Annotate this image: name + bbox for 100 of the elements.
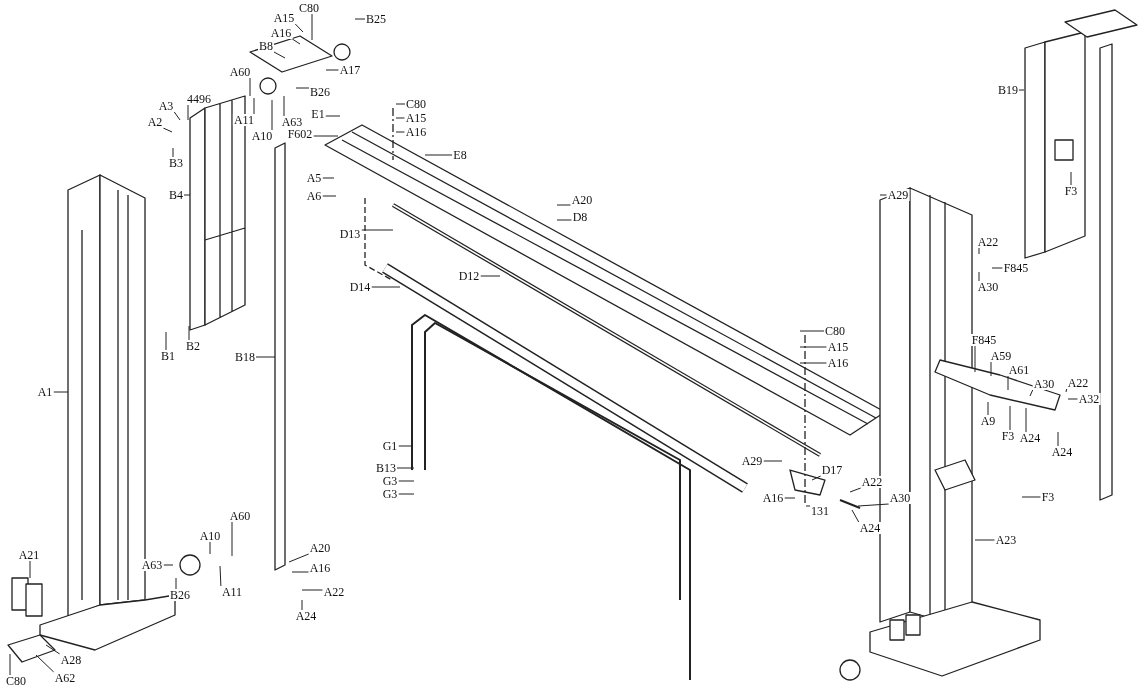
leader-line xyxy=(811,475,822,481)
leader-line xyxy=(311,13,313,41)
leader-line xyxy=(1065,388,1068,393)
leader-line xyxy=(175,577,177,590)
callout-label: B19 xyxy=(997,84,1019,96)
leader-line xyxy=(397,445,413,447)
leader-line xyxy=(295,87,310,89)
callout-label: A30 xyxy=(1032,378,1056,390)
callout-label: A16 xyxy=(404,126,428,138)
leader-line xyxy=(325,69,340,71)
callout-label: A9 xyxy=(979,415,997,427)
leader-line xyxy=(294,23,304,33)
leader-line xyxy=(183,194,191,196)
callout-label: C80 xyxy=(298,2,320,14)
callout-label: B26 xyxy=(309,86,331,98)
callout-label: B3 xyxy=(168,157,184,169)
callout-label: A29 xyxy=(886,189,910,201)
leader-line xyxy=(172,147,174,158)
callout-label: A29 xyxy=(740,455,764,467)
leader-line xyxy=(370,286,401,288)
leader-line xyxy=(762,460,783,462)
leader-line xyxy=(805,505,811,507)
callout-label: A24 xyxy=(294,610,318,622)
leader-line xyxy=(395,103,406,105)
callout-label: A32 xyxy=(1077,393,1101,405)
callout-label: A22 xyxy=(1066,377,1090,389)
callout-label: F845 xyxy=(970,334,998,346)
leader-line xyxy=(321,177,335,179)
callout-label: A59 xyxy=(989,350,1013,362)
leader-line xyxy=(397,480,415,482)
callout-label: A11 xyxy=(220,586,244,598)
callout-label: D17 xyxy=(820,464,844,476)
callout-label: F845 xyxy=(1002,262,1030,274)
leader-line xyxy=(1021,496,1042,498)
callout-label: A17 xyxy=(338,64,362,76)
callout-label: G3 xyxy=(381,488,399,500)
callout-label: D12 xyxy=(457,270,481,282)
leader-line xyxy=(255,356,276,358)
leader-line xyxy=(799,330,825,332)
callout-label: A20 xyxy=(570,194,594,206)
leader-line xyxy=(325,115,341,117)
leader-line xyxy=(783,497,796,499)
leader-line xyxy=(974,539,996,541)
callout-label: A2 xyxy=(146,116,164,128)
callout-label: A63 xyxy=(140,559,164,571)
callout-label: A60 xyxy=(228,510,252,522)
leader-line xyxy=(479,275,501,277)
callout-label: D13 xyxy=(338,228,362,240)
callout-label: A6 xyxy=(305,190,323,202)
callout-label: A1 xyxy=(36,386,54,398)
leader-line xyxy=(9,653,11,676)
callout-label: A63 xyxy=(280,116,304,128)
leader-line xyxy=(249,77,251,97)
leader-line xyxy=(162,564,174,566)
leader-line xyxy=(187,104,189,121)
leader-line xyxy=(29,560,31,579)
callout-label: F3 xyxy=(1040,491,1056,503)
callout-label: A16 xyxy=(761,492,785,504)
leader-line xyxy=(397,493,415,495)
callout-label: A21 xyxy=(17,549,41,561)
callout-label: A30 xyxy=(976,281,1000,293)
callout-label: A30 xyxy=(888,492,912,504)
leader-line xyxy=(978,271,980,282)
leader-line xyxy=(283,95,285,117)
leader-line xyxy=(291,38,301,45)
leader-line xyxy=(35,654,55,673)
callout-label: B26 xyxy=(169,589,191,601)
leader-line xyxy=(1029,389,1034,397)
leader-line xyxy=(1057,431,1059,447)
callout-label: D14 xyxy=(348,281,372,293)
callout-label: E8 xyxy=(452,149,468,161)
leader-line xyxy=(231,521,233,557)
leader-line xyxy=(424,154,453,156)
callout-label: F3 xyxy=(1000,430,1016,442)
callout-label: F3 xyxy=(1063,185,1079,197)
leader-line xyxy=(1070,171,1072,186)
leader-line xyxy=(1018,89,1025,91)
callout-label: B2 xyxy=(185,340,201,352)
leader-line xyxy=(1007,375,1009,391)
callout-label: A10 xyxy=(250,130,274,142)
leader-line xyxy=(395,117,406,119)
callout-label: A3 xyxy=(157,100,175,112)
leader-line xyxy=(556,219,573,221)
leader-line xyxy=(301,599,303,611)
leader-line xyxy=(291,571,310,573)
leader-line xyxy=(978,247,980,255)
callout-label: C80 xyxy=(405,98,427,110)
leader-line xyxy=(209,541,211,555)
callout-label: A60 xyxy=(228,66,252,78)
callout-label: A28 xyxy=(59,654,83,666)
callout-label: A20 xyxy=(308,542,332,554)
leader-line xyxy=(321,195,337,197)
callout-label: C80 xyxy=(824,325,846,337)
leader-line xyxy=(165,331,167,351)
callout-label: G3 xyxy=(381,475,399,487)
leader-line xyxy=(273,51,286,59)
callout-label: A15 xyxy=(826,341,850,353)
leader-line xyxy=(271,99,273,131)
leader-line xyxy=(851,509,860,523)
callout-label: B4 xyxy=(168,189,184,201)
